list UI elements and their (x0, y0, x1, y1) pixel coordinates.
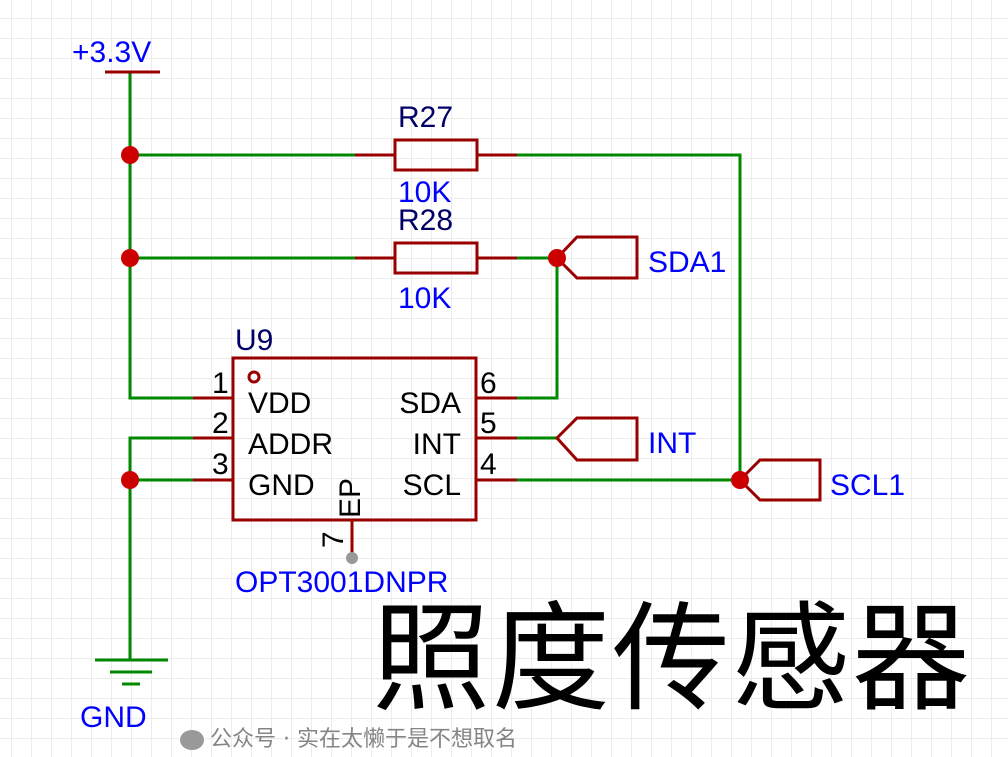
components (105, 70, 822, 556)
net-label-sda1: SDA1 (648, 246, 726, 279)
ic-part-number: OPT3001DNPR (235, 566, 448, 599)
pin1-marker (247, 370, 261, 384)
pin-num-5: 5 (480, 407, 497, 440)
pin-name-int: INT (413, 428, 461, 461)
wire-sda (517, 258, 559, 400)
wechat-icon (180, 730, 204, 750)
pin-num-3: 3 (212, 448, 229, 481)
vcc-label: +3.3V (72, 36, 151, 69)
watermark: 公众号 · 实在太懒于是不想取名 (180, 726, 517, 754)
pin-num-1: 1 (212, 367, 229, 400)
r28-value: 10K (398, 282, 451, 315)
pin-num-2: 2 (212, 407, 229, 440)
wire-vcc (128, 72, 193, 400)
net-flag-scl1 (737, 458, 822, 502)
wire-gnd (128, 436, 193, 660)
pin-name-ep: EP (334, 478, 367, 518)
net-label-scl1: SCL1 (830, 469, 905, 502)
net-flag-int (554, 416, 639, 462)
pin-name-vdd: VDD (248, 387, 311, 420)
pin-name-gnd: GND (248, 469, 315, 502)
pin-num-6: 6 (480, 367, 497, 400)
ep-pin-end (346, 552, 358, 564)
net-label-int: INT (648, 427, 696, 460)
r27-ref: R27 (398, 101, 453, 134)
junctions (121, 146, 749, 489)
diagram-title: 照度传感器 (372, 590, 973, 728)
wires (128, 72, 742, 660)
resistor-r27 (393, 138, 479, 172)
r28-ref: R28 (398, 204, 453, 237)
resistor-r28 (393, 241, 479, 275)
wire-scl-pullup (517, 153, 742, 480)
pin-num-4: 4 (480, 448, 497, 481)
watermark-text: 公众号 · 实在太懒于是不想取名 (210, 727, 517, 752)
net-flag-sda1 (554, 235, 639, 280)
pin-name-addr: ADDR (248, 428, 333, 461)
pin-name-sda: SDA (399, 387, 461, 420)
gnd-label: GND (80, 701, 147, 734)
pin-num-7: 7 (317, 531, 350, 548)
pin-name-scl: SCL (403, 469, 461, 502)
gnd-symbol (95, 658, 168, 686)
r27-value: 10K (398, 176, 451, 209)
ic-ref: U9 (235, 324, 273, 357)
